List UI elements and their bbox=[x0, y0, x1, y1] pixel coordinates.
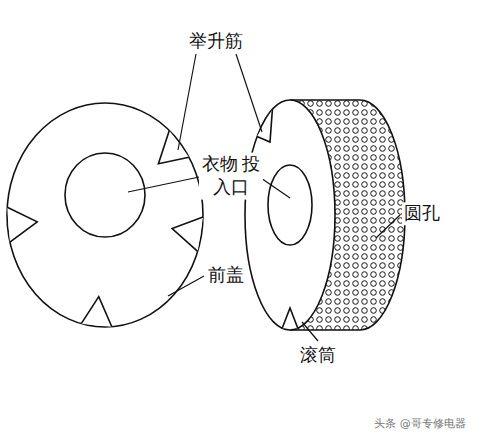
lifting-rib bbox=[282, 308, 298, 328]
lifting-rib bbox=[7, 207, 37, 242]
watermark: 头条 @哥专修电器 bbox=[372, 417, 468, 431]
lifting-rib bbox=[172, 217, 203, 252]
part-label: 圆孔 bbox=[402, 202, 442, 225]
drum bbox=[240, 95, 415, 335]
part-label: 前盖 bbox=[206, 264, 246, 287]
part-label: 衣物 投入口 bbox=[199, 153, 263, 200]
part-label: 滚筒 bbox=[298, 344, 338, 367]
part-label: 举升筋 bbox=[187, 30, 245, 53]
lifting-rib bbox=[81, 297, 112, 327]
lifting-rib bbox=[158, 130, 189, 163]
front-cover bbox=[7, 103, 203, 327]
leader-lines bbox=[128, 54, 400, 341]
lifting-ribs bbox=[7, 109, 298, 328]
